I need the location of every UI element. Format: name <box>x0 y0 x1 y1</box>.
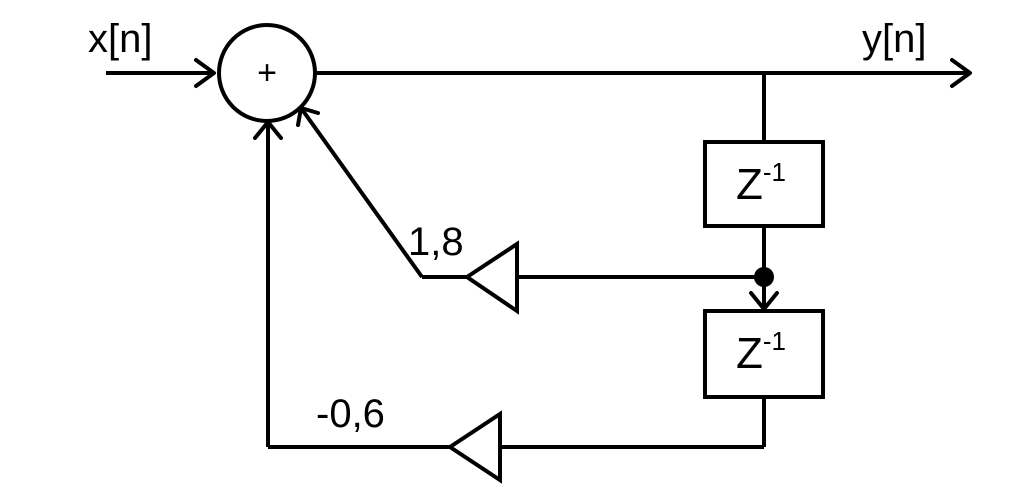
gain-1-feedback-wire <box>299 106 424 279</box>
gain-2-arrowhead <box>253 120 283 140</box>
gain-2-label: -0,6 <box>316 392 385 436</box>
output-arrowhead <box>950 58 972 88</box>
delay-1-label: Z-1 <box>736 157 786 209</box>
gain-1-triangle <box>463 240 519 315</box>
gain-1-arrowhead <box>296 106 320 127</box>
adder-symbol: + <box>257 54 277 92</box>
delay-2-label: Z-1 <box>736 326 786 378</box>
input-arrowhead <box>194 58 216 88</box>
output-label: y[n] <box>862 17 926 61</box>
delay-block-1 <box>703 140 825 228</box>
input-label: x[n] <box>88 17 152 61</box>
gain-1-label: 1,8 <box>408 220 464 264</box>
gain-2-triangle <box>446 410 502 484</box>
